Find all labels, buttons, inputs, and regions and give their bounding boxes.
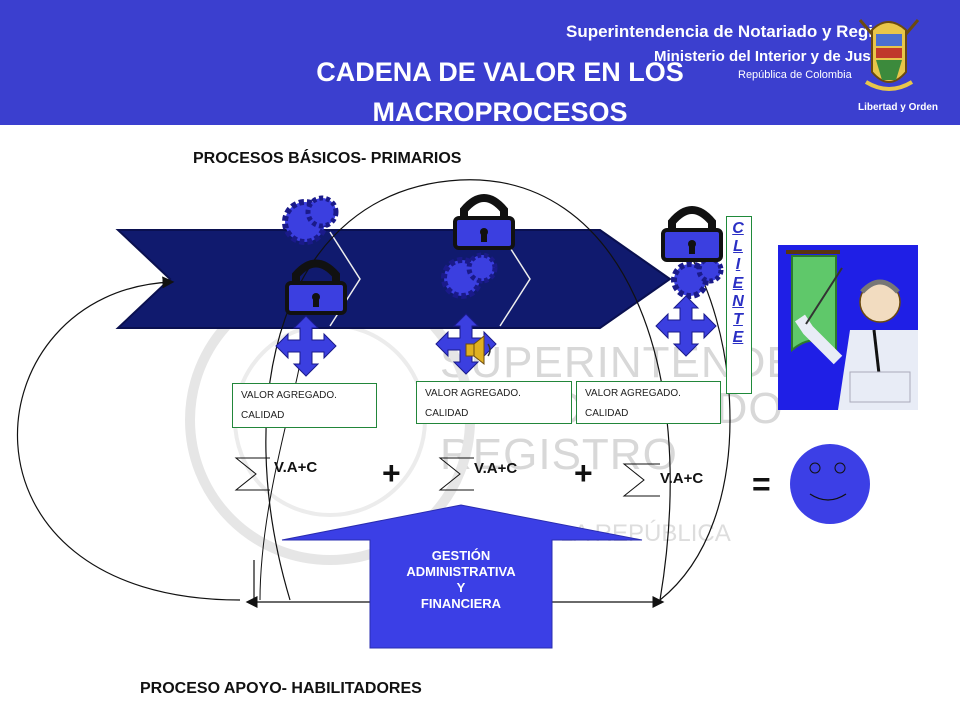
header-banner: [0, 0, 960, 125]
plus-operator: +: [382, 455, 401, 491]
cliente-box: [726, 216, 752, 394]
cliente-letter: C: [732, 220, 744, 237]
feedback-curve-left: [16, 276, 241, 601]
four-way-arrow-icon: [275, 315, 337, 377]
padlock-icon: [285, 259, 347, 315]
padlock-icon: [453, 194, 515, 250]
support-processes-heading: PROCESO APOYO- HABILITADORES: [140, 680, 422, 697]
institution-name: Superintendencia de Notariado y Registro: [566, 22, 906, 41]
cliente-letter: L: [733, 238, 743, 256]
sum-symbol: [622, 463, 660, 497]
value-box-line-2: CALIDAD: [425, 408, 469, 419]
gestion-line-4: FINANCIERA: [420, 596, 502, 611]
cliente-letter: N: [732, 292, 744, 310]
speaker-icon: [465, 334, 491, 366]
feedback-curve-right: [259, 359, 301, 601]
formula-term: V.A+C: [660, 470, 704, 487]
plus-operator: +: [574, 455, 593, 491]
primary-processes-heading: PROCESOS BÁSICOS- PRIMARIOS: [193, 150, 462, 167]
cliente-letter: E: [732, 274, 744, 292]
gear-icon: [671, 256, 724, 299]
value-chain-arrow: [115, 229, 672, 329]
gear-icon: [282, 195, 339, 245]
support-process-arrow: [281, 504, 643, 649]
cliente-letter: T: [733, 311, 743, 329]
formula-term: V.A+C: [474, 460, 518, 477]
watermark-line-3: REGISTRO: [440, 430, 678, 479]
value-added-box: VALOR AGREGADO. CALIDAD: [232, 383, 377, 428]
padlock-icon: [661, 206, 723, 262]
gestion-line-1: GESTIÓN: [431, 548, 491, 563]
smiley-face-icon: [790, 444, 870, 524]
ministry-name: Ministerio del Interior y de Justicia: [654, 48, 901, 65]
value-box-line-2: CALIDAD: [241, 410, 285, 421]
motto-label: Libertad y Orden: [858, 102, 939, 113]
presenter-illustration: [778, 245, 918, 410]
page-title: CADENA DE VALOR EN LOS MACROPROCESOS: [240, 52, 760, 132]
gear-icon: [441, 252, 498, 299]
gestion-line-2: ADMINISTRATIVA: [406, 564, 516, 579]
gestion-line-3: Y: [456, 580, 466, 595]
value-added-box: VALOR AGREGADO. CALIDAD: [576, 381, 721, 424]
equals-operator: =: [752, 466, 771, 502]
cliente-letter: E: [732, 329, 744, 347]
sum-symbol: [234, 457, 270, 491]
sum-symbol: [438, 457, 474, 491]
four-way-arrow-icon: [655, 295, 717, 357]
formula-term: V.A+C: [274, 459, 318, 476]
cliente-label: C L I E N T E: [726, 220, 750, 347]
value-box-line-1: VALOR AGREGADO.: [585, 388, 681, 399]
support-process-label: GESTIÓN ADMINISTRATIVA Y FINANCIERA: [370, 548, 552, 612]
title-line-1: CADENA DE VALOR EN LOS: [316, 57, 684, 87]
value-box-line-1: VALOR AGREGADO.: [241, 390, 337, 401]
value-box-line-2: CALIDAD: [585, 408, 629, 419]
country-name: República de Colombia: [738, 69, 852, 81]
title-line-2: MACROPROCESOS: [372, 97, 628, 127]
value-box-line-1: VALOR AGREGADO.: [425, 388, 521, 399]
value-added-box: VALOR AGREGADO. CALIDAD: [416, 381, 572, 424]
cliente-letter: I: [735, 256, 741, 274]
